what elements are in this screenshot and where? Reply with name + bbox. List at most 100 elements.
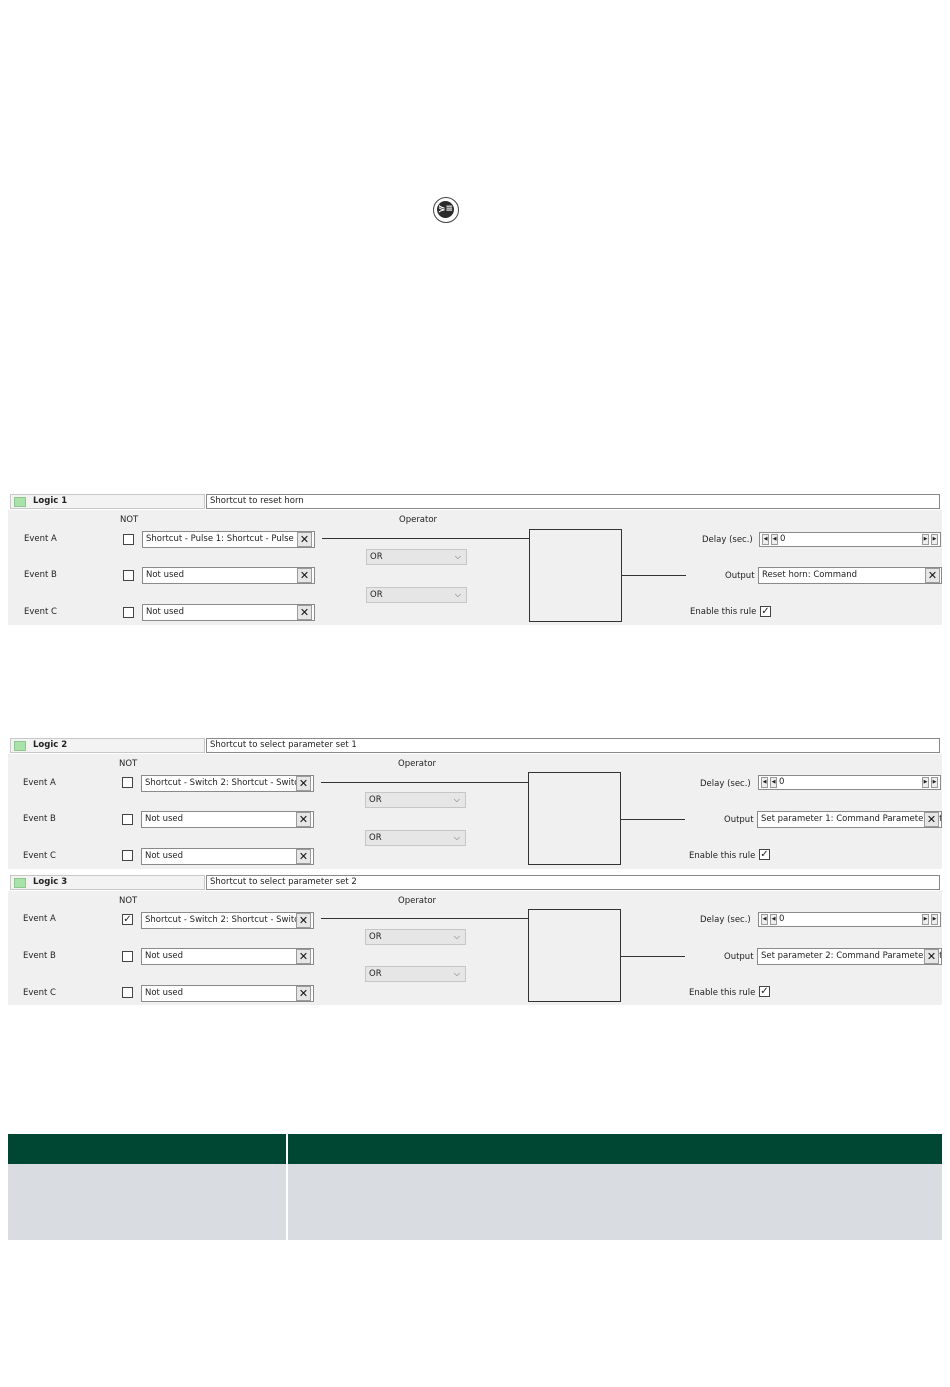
delay-prev-icon[interactable]: ◀	[770, 914, 777, 925]
logic-header: Logic 3 Shortcut to select parameter set…	[8, 874, 942, 891]
event-c-field[interactable]: Not used	[142, 604, 315, 621]
event-c-clear-button[interactable]: ✕	[296, 849, 311, 864]
enable-rule-label: Enable this rule	[689, 851, 756, 861]
operator-1-select[interactable]: OR ⌵	[365, 792, 466, 808]
not-a-checkbox[interactable]: ✓	[122, 914, 133, 925]
event-a-field[interactable]: Shortcut - Pulse 1: Shortcut - Pulse	[142, 531, 315, 548]
logic-description-field[interactable]: Shortcut to select parameter set 2	[206, 875, 940, 890]
operator-1-value: OR	[369, 932, 382, 942]
delay-last-icon[interactable]: ▶	[931, 914, 938, 925]
logic-gate-box	[529, 529, 622, 622]
chevron-down-icon: ⌵	[453, 932, 460, 941]
delay-next-icon[interactable]: ▶	[922, 914, 929, 925]
event-a-field[interactable]: Shortcut - Switch 2: Shortcut - Switch	[141, 912, 314, 929]
output-field[interactable]: Set parameter 1: Command Parameter set	[757, 811, 942, 828]
event-b-clear-button[interactable]: ✕	[297, 568, 312, 583]
delay-spinner[interactable]: ◀ ◀ 0 ▶ ▶	[759, 532, 941, 547]
chevron-down-icon: ⌵	[454, 552, 461, 561]
delay-spinner[interactable]: ◀ ◀ 0 ▶ ▶	[758, 775, 941, 790]
output-clear-button[interactable]: ✕	[924, 949, 939, 964]
event-b-label: Event B	[23, 814, 56, 824]
operator-2-select[interactable]: OR ⌵	[365, 830, 466, 846]
operator-column-label: Operator	[398, 759, 437, 769]
not-b-checkbox[interactable]	[123, 570, 134, 581]
output-label: Output	[724, 952, 754, 962]
event-a-clear-button[interactable]: ✕	[296, 776, 311, 791]
enable-rule-checkbox[interactable]: ✓	[759, 849, 770, 860]
table-header-divider	[286, 1134, 288, 1164]
delay-first-icon[interactable]: ◀	[761, 777, 768, 788]
delay-value: 0	[780, 534, 786, 544]
delay-prev-icon[interactable]: ◀	[770, 777, 777, 788]
delay-value: 0	[779, 777, 785, 787]
event-b-label: Event B	[24, 570, 57, 580]
not-c-checkbox[interactable]	[122, 850, 133, 861]
output-clear-button[interactable]: ✕	[925, 568, 940, 583]
chevron-down-icon: ⌵	[453, 795, 460, 804]
event-a-field[interactable]: Shortcut - Switch 2: Shortcut - Switch	[141, 775, 314, 792]
operator-2-select[interactable]: OR ⌵	[366, 587, 467, 603]
table-row-divider	[286, 1164, 288, 1240]
operator-1-select[interactable]: OR ⌵	[366, 549, 467, 565]
output-connector	[621, 956, 685, 957]
not-a-checkbox[interactable]	[123, 534, 134, 545]
event-c-label: Event C	[23, 851, 56, 861]
enable-rule-checkbox[interactable]: ✓	[759, 986, 770, 997]
event-b-clear-button[interactable]: ✕	[296, 949, 311, 964]
settings-list-icon: ⋟≡	[433, 197, 459, 223]
not-b-checkbox[interactable]	[122, 951, 133, 962]
logic-color-swatch	[14, 741, 26, 751]
delay-next-icon[interactable]: ▶	[922, 534, 929, 545]
logic-tab[interactable]: Logic 2	[10, 738, 205, 753]
delay-label: Delay (sec.)	[700, 779, 751, 789]
operator-2-select[interactable]: OR ⌵	[365, 966, 466, 982]
event-c-clear-button[interactable]: ✕	[296, 986, 311, 1001]
enable-rule-checkbox[interactable]: ✓	[760, 606, 771, 617]
not-b-checkbox[interactable]	[122, 814, 133, 825]
event-a-clear-button[interactable]: ✕	[297, 532, 312, 547]
delay-last-icon[interactable]: ▶	[931, 534, 938, 545]
delay-last-icon[interactable]: ▶	[931, 777, 938, 788]
event-c-field[interactable]: Not used	[141, 985, 314, 1002]
not-column-label: NOT	[119, 759, 138, 769]
delay-prev-icon[interactable]: ◀	[771, 534, 778, 545]
operator-1-select[interactable]: OR ⌵	[365, 929, 466, 945]
table-row	[8, 1164, 942, 1240]
event-a-connector	[321, 918, 528, 919]
operator-column-label: Operator	[399, 515, 438, 525]
not-c-checkbox[interactable]	[123, 607, 134, 618]
operator-1-value: OR	[369, 795, 382, 805]
event-b-label: Event B	[23, 951, 56, 961]
not-c-checkbox[interactable]	[122, 987, 133, 998]
output-field[interactable]: Reset horn: Command	[758, 567, 942, 584]
logic-description-field[interactable]: Shortcut to reset horn	[206, 494, 940, 509]
logic-gate-box	[528, 909, 621, 1002]
event-b-clear-button[interactable]: ✕	[296, 812, 311, 827]
logic-color-swatch	[14, 497, 26, 507]
logic-name: Logic 1	[33, 496, 68, 506]
output-label: Output	[725, 571, 755, 581]
delay-next-icon[interactable]: ▶	[922, 777, 929, 788]
logic-tab[interactable]: Logic 3	[10, 875, 205, 890]
event-c-field[interactable]: Not used	[141, 848, 314, 865]
delay-first-icon[interactable]: ◀	[762, 534, 769, 545]
event-a-label: Event A	[23, 914, 56, 924]
output-field[interactable]: Set parameter 2: Command Parameter set	[757, 948, 942, 965]
delay-value: 0	[779, 914, 785, 924]
logic-name: Logic 3	[33, 877, 68, 887]
logic-description-field[interactable]: Shortcut to select parameter set 1	[206, 738, 940, 753]
enable-rule-label: Enable this rule	[690, 607, 757, 617]
event-b-field[interactable]: Not used	[142, 567, 315, 584]
not-a-checkbox[interactable]	[122, 777, 133, 788]
event-a-clear-button[interactable]: ✕	[296, 913, 311, 928]
delay-spinner[interactable]: ◀ ◀ 0 ▶ ▶	[758, 912, 941, 927]
event-b-field[interactable]: Not used	[141, 811, 314, 828]
logic-tab[interactable]: Logic 1	[10, 494, 205, 509]
event-c-label: Event C	[23, 988, 56, 998]
logic-name: Logic 2	[33, 740, 68, 750]
event-c-clear-button[interactable]: ✕	[297, 605, 312, 620]
delay-first-icon[interactable]: ◀	[761, 914, 768, 925]
event-b-field[interactable]: Not used	[141, 948, 314, 965]
event-c-label: Event C	[24, 607, 57, 617]
output-clear-button[interactable]: ✕	[924, 812, 939, 827]
